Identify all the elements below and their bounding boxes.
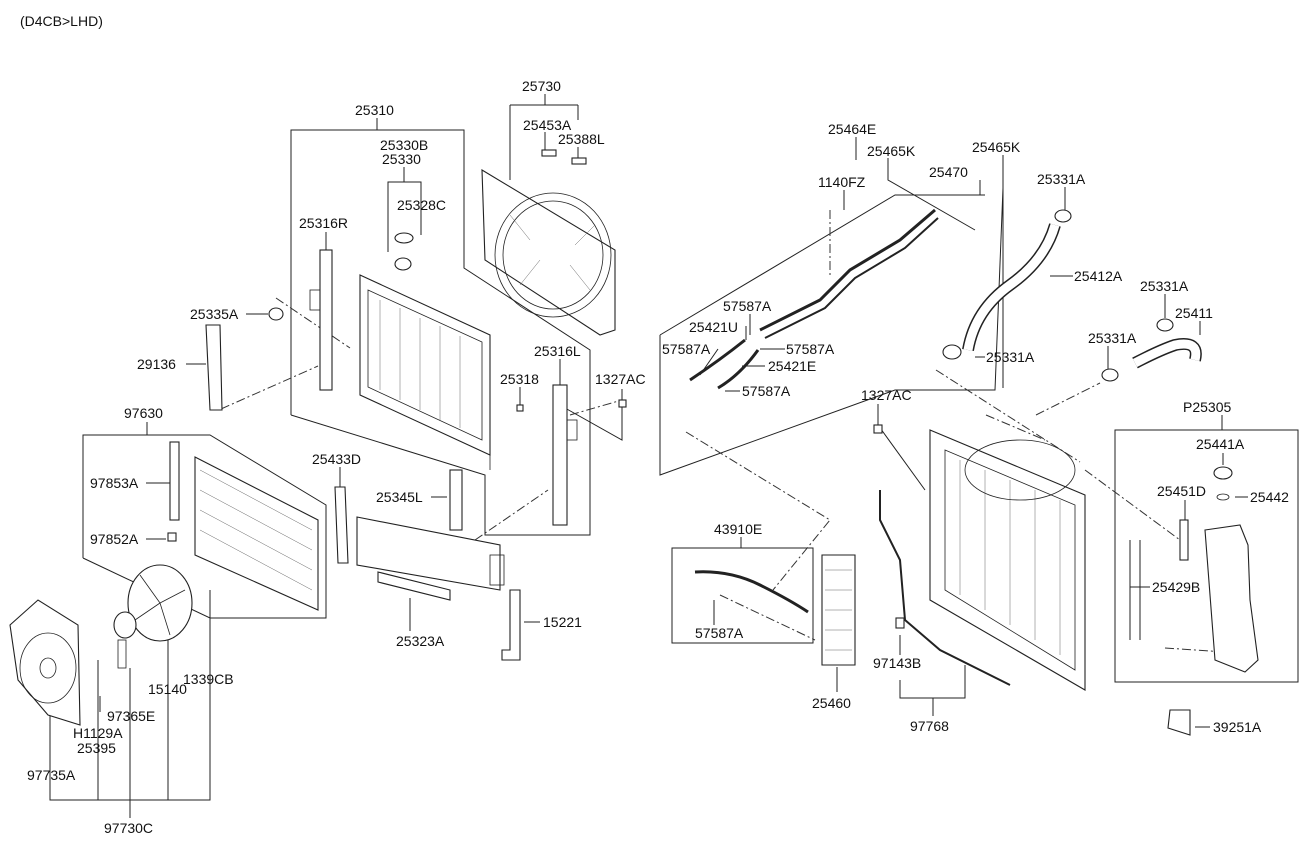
oil-cooler-25460 bbox=[821, 554, 856, 666]
part-label: 25316L bbox=[534, 343, 581, 359]
hose-25411 bbox=[1132, 318, 1202, 369]
part-label: 25328C bbox=[397, 197, 446, 213]
part-label: 97853A bbox=[90, 475, 139, 491]
part-label: 25460 bbox=[812, 695, 851, 711]
part-label: 1327AC bbox=[861, 387, 912, 403]
part-label: 25310 bbox=[355, 102, 394, 118]
part-label: 25330B bbox=[380, 137, 428, 153]
part-label: 15140 bbox=[148, 681, 187, 697]
fan-shroud-25730 bbox=[481, 149, 616, 336]
part-label: 25388L bbox=[558, 131, 605, 147]
part-label: 25331A bbox=[1088, 330, 1137, 346]
part-label: 29136 bbox=[137, 356, 176, 372]
seal-25433D bbox=[334, 486, 349, 564]
intercooler-25345L bbox=[449, 469, 463, 531]
part-label: 25470 bbox=[929, 164, 968, 180]
cap-25335A bbox=[268, 307, 284, 321]
motor-25395 bbox=[113, 611, 137, 669]
part-label: 43910E bbox=[714, 521, 762, 537]
oil-cooler-pipe-25470 bbox=[759, 208, 939, 339]
part-label: 15221 bbox=[543, 614, 582, 630]
part-label: P25305 bbox=[1183, 399, 1231, 415]
part-label: 25395 bbox=[77, 740, 116, 756]
part-label: 1140FZ bbox=[818, 174, 866, 190]
radiator-assembly-right bbox=[873, 424, 1086, 691]
fan-15140 bbox=[127, 564, 193, 642]
hose-25412A bbox=[962, 209, 1072, 352]
part-label: H1129A bbox=[73, 725, 123, 741]
part-label: 57587A bbox=[695, 625, 744, 641]
side-bracket-25316R bbox=[309, 249, 333, 391]
part-label: 25465K bbox=[972, 139, 1021, 155]
hose-43910E bbox=[694, 570, 809, 614]
part-label: 39251A bbox=[1213, 719, 1262, 735]
reservoir-P25305 bbox=[1129, 466, 1259, 673]
variant-title: (D4CB>LHD) bbox=[20, 13, 103, 29]
part-label: 25316R bbox=[299, 215, 348, 231]
part-label: 57587A bbox=[723, 298, 772, 314]
small-hoses-25421 bbox=[689, 338, 760, 390]
part-label: 25345L bbox=[376, 489, 423, 505]
side-bracket-25316L bbox=[552, 384, 578, 526]
part-label: 25412A bbox=[1074, 268, 1123, 284]
part-label: 97365E bbox=[107, 708, 155, 724]
part-label: 97143B bbox=[873, 655, 921, 671]
part-label: 25331A bbox=[986, 349, 1035, 365]
bracket-39251A bbox=[1167, 709, 1191, 736]
part-label: 97735A bbox=[27, 767, 76, 783]
part-labels: 25730 25453A 25388L 25310 25330B 25330 2… bbox=[27, 78, 1289, 836]
part-label: 25464E bbox=[828, 121, 876, 137]
part-label: 25433D bbox=[312, 451, 361, 467]
part-label: 25465K bbox=[867, 143, 916, 159]
part-label: 97730C bbox=[104, 820, 153, 836]
part-label: 25441A bbox=[1196, 436, 1245, 452]
part-label: 57587A bbox=[742, 383, 791, 399]
bolt-25318 bbox=[516, 404, 524, 412]
part-label: 97852A bbox=[90, 531, 139, 547]
part-label: 25451D bbox=[1157, 483, 1206, 499]
part-label: 25335A bbox=[190, 306, 239, 322]
part-label: 57587A bbox=[662, 341, 711, 357]
wire-97768 bbox=[879, 490, 1011, 686]
part-label: 25411 bbox=[1175, 305, 1213, 321]
part-label: 97630 bbox=[124, 405, 163, 421]
radiator-25310 bbox=[359, 232, 491, 470]
part-label: 25429B bbox=[1152, 579, 1200, 595]
part-label: 25730 bbox=[522, 78, 561, 94]
clamp-25331A bbox=[942, 344, 1119, 382]
reservoir-25323A bbox=[356, 516, 505, 601]
part-label: 25442 bbox=[1250, 489, 1289, 505]
part-label: 57587A bbox=[786, 341, 835, 357]
part-label: 25330 bbox=[382, 151, 421, 167]
part-label: 1339CB bbox=[183, 671, 234, 687]
part-label: 1327AC bbox=[595, 371, 646, 387]
part-label: 25421E bbox=[768, 358, 816, 374]
bolt-1327AC-left bbox=[618, 399, 627, 408]
part-label: 25421U bbox=[689, 319, 738, 335]
part-label: 25331A bbox=[1140, 278, 1189, 294]
seal-15221 bbox=[501, 589, 521, 661]
shroud-97735A bbox=[9, 599, 81, 726]
condenser-97630 bbox=[167, 441, 319, 611]
part-label: 25318 bbox=[500, 371, 539, 387]
part-label: 25453A bbox=[523, 117, 572, 133]
part-label: 25331A bbox=[1037, 171, 1086, 187]
dashed-guides bbox=[220, 210, 1226, 653]
air-guard-29136 bbox=[205, 324, 223, 411]
part-label: 97768 bbox=[910, 718, 949, 734]
part-label: 25323A bbox=[396, 633, 445, 649]
leader-lines bbox=[49, 94, 1299, 818]
